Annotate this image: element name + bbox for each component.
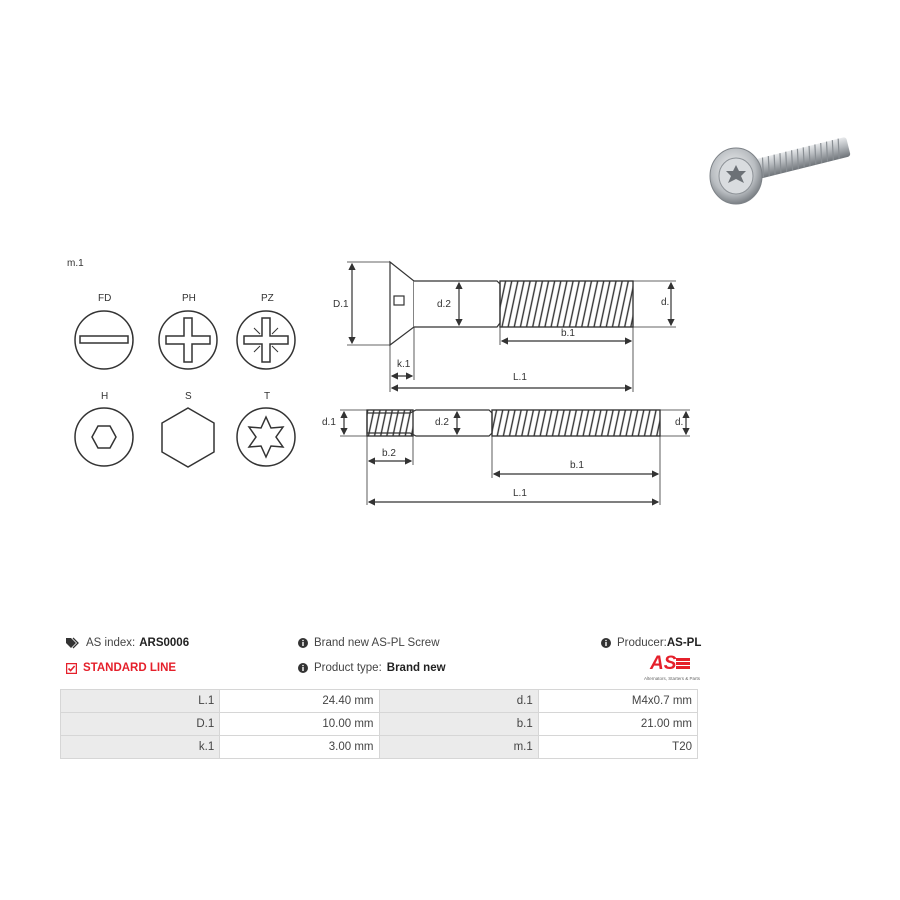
logo-stripes [676,658,690,670]
spec-label: b.1 [378,712,539,736]
pozidriv-drive-icon [236,310,296,370]
drive-label-t: T [264,391,271,402]
flat-slot-drive-icon [74,310,134,370]
producer: Producer: AS-PL [601,637,701,649]
drive-label-pz: PZ [261,293,274,304]
hex-head-icon [161,407,215,468]
drive-label-fd: FD [98,293,112,304]
product-type-label: Product type: [314,662,382,674]
table-row: L.1 24.40 mm d.1 M4x0.7 mm [59,689,699,713]
spec-value: T20 [537,735,699,759]
dim-label-d: d. [661,297,670,308]
as-index-label: AS index: [86,637,136,649]
info-icon [298,638,308,648]
info-icon [298,663,308,673]
table-row: k.1 3.00 mm m.1 T20 [59,735,699,759]
spec-value: 24.40 mm [219,689,380,713]
producer-label: Producer: [617,637,667,649]
spec-label: d.1 [378,689,539,713]
spec-label: k.1 [59,735,221,759]
description-text: Brand new AS-PL Screw [314,637,440,649]
dim-label-D1: D.1 [333,299,349,310]
product-type: Product type: Brand new [298,662,446,674]
table-row: D.1 10.00 mm b.1 21.00 mm [59,712,699,736]
info-icon [601,638,611,648]
drive-label-ph: PH [182,293,196,304]
spec-value: M4x0.7 mm [537,689,699,713]
screw-technical-drawing [340,260,690,506]
logo-tagline: Alternators, Starters & Parts [643,676,700,681]
as-pl-logo: AS Alternators, Starters & Parts [634,654,700,684]
spec-table: L.1 24.40 mm d.1 M4x0.7 mm D.1 10.00 mm … [59,689,699,759]
stud-label-d1: d.1 [322,417,336,428]
torx-drive-icon [236,407,296,467]
spec-value: 10.00 mm [219,712,380,736]
product-photo [709,137,851,205]
phillips-drive-icon [158,310,218,370]
dim-label-k1: k.1 [397,359,411,370]
product-type-value: Brand new [386,662,446,674]
dim-label-d2: d.2 [437,299,451,310]
drive-label-h: H [101,391,109,402]
m1-label: m.1 [67,258,84,269]
producer-value: AS-PL [666,637,702,649]
spec-label: L.1 [59,689,221,713]
hex-socket-drive-icon [74,407,134,467]
spec-label: m.1 [378,735,539,759]
stud-label-b1: b.1 [570,460,584,471]
product-description: Brand new AS-PL Screw [298,637,440,649]
standard-line-text: STANDARD LINE [83,662,177,674]
stud-label-b2: b.2 [382,448,396,459]
stud-label-d2: d.2 [435,417,449,428]
as-index: AS index: ARS0006 [66,637,189,649]
checkbox-checked-icon [66,662,77,674]
drive-types-icons [74,310,296,468]
dim-label-L1: L.1 [513,372,527,383]
dim-label-b1: b.1 [561,328,575,339]
tags-icon [66,637,79,649]
spec-value: 3.00 mm [219,735,380,759]
drive-label-s: S [185,391,192,402]
stud-label-d: d. [675,417,684,428]
standard-line-badge: STANDARD LINE [66,662,176,674]
stud-label-L1: L.1 [513,488,527,499]
spec-label: D.1 [59,712,221,736]
logo-mark: AS [650,653,677,674]
spec-value: 21.00 mm [537,712,699,736]
as-index-value: ARS0006 [139,637,190,649]
